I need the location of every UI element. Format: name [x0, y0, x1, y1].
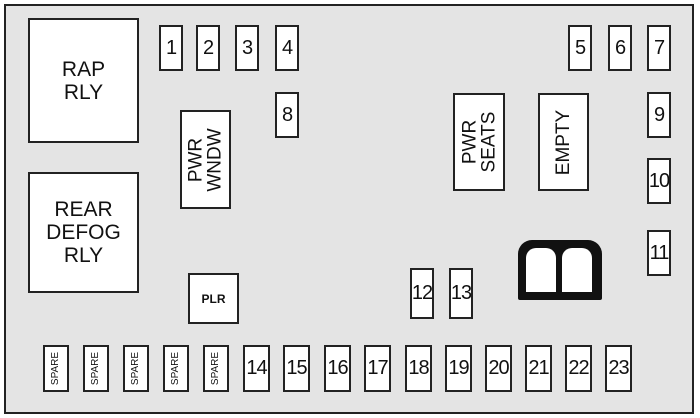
fuse-22: 22 [565, 345, 592, 392]
plr-relay: PLR [188, 273, 239, 324]
fuse-7: 7 [647, 25, 671, 71]
fuse-2: 2 [196, 25, 220, 71]
empty-relay: EMPTY [538, 93, 589, 191]
fuse-5: 5 [568, 25, 592, 71]
fuse-16: 16 [324, 345, 351, 392]
spare-label: SPARE [210, 351, 222, 386]
fuse-8: 8 [275, 92, 299, 138]
spare-label: SPARE [170, 351, 182, 386]
fuse-19: 19 [445, 345, 472, 392]
fuse-11: 11 [647, 230, 671, 276]
spare-label: SPARE [90, 351, 102, 386]
spare-fuse: SPARE [203, 345, 229, 392]
fuse-23: 23 [605, 345, 632, 392]
fuse-10: 10 [647, 158, 671, 204]
spare-fuse: SPARE [123, 345, 149, 392]
fuse-3: 3 [235, 25, 259, 71]
pwr-seats-label: PWR SEATS [459, 111, 500, 173]
fuse-15: 15 [283, 345, 310, 392]
fuse-20: 20 [485, 345, 512, 392]
spare-label: SPARE [130, 351, 142, 386]
spare-label: SPARE [50, 351, 62, 386]
pwr-seats-relay: PWR SEATS [453, 93, 505, 191]
spare-fuse: SPARE [83, 345, 109, 392]
obscured-area [518, 240, 602, 300]
fuse-14: 14 [243, 345, 270, 392]
pwr-wndw-relay: PWR WNDW [180, 110, 231, 209]
pwr-wndw-label: PWR WNDW [185, 127, 226, 192]
spare-fuse: SPARE [43, 345, 69, 392]
rap-relay: RAP RLY [28, 18, 139, 143]
fuse-13: 13 [449, 268, 473, 319]
fuse-4: 4 [275, 25, 299, 71]
fuse-17: 17 [364, 345, 391, 392]
fuse-18: 18 [405, 345, 432, 392]
fuse-21: 21 [525, 345, 552, 392]
rear-defog-relay: REAR DEFOG RLY [28, 172, 139, 293]
spare-fuse: SPARE [163, 345, 189, 392]
fuse-6: 6 [608, 25, 632, 71]
fuse-9: 9 [647, 92, 671, 138]
empty-label: EMPTY [553, 109, 575, 175]
fuse-12: 12 [410, 268, 434, 319]
fuse-1: 1 [159, 25, 183, 71]
